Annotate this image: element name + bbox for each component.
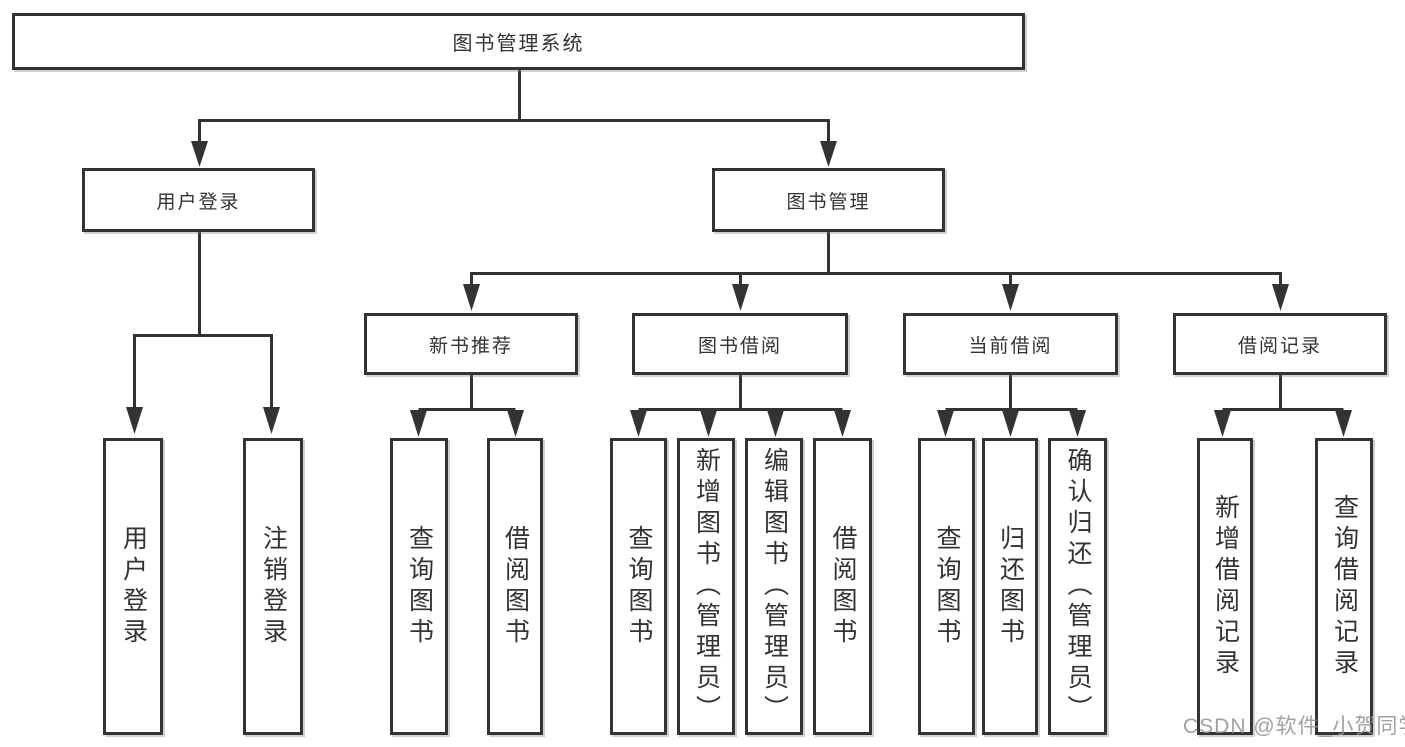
leaf-recommend-query-books-label: 查询图书: [405, 524, 434, 649]
leaf-current-query-books: 查询图书: [918, 438, 975, 735]
node-new-book-recommend-label: 新书推荐: [428, 335, 513, 357]
node-root-system: 图书管理系统: [12, 13, 1025, 70]
leaf-recommend-borrow-books: 借阅图书: [487, 438, 543, 735]
leaf-borrow-borrow-books-label: 借阅图书: [829, 524, 857, 649]
csdn-watermark: CSDN @软件_小贺同学: [1183, 715, 1405, 738]
node-book-management: 图书管理: [712, 168, 945, 232]
leaf-borrow-edit-books-admin-label: 编辑图书（管理员）: [760, 447, 789, 726]
leaf-borrow-borrow-books: 借阅图书: [813, 438, 872, 735]
leaf-user-login: 用户登录: [103, 438, 163, 735]
leaf-user-login-label: 用户登录: [119, 524, 148, 649]
connector-stroke-group: [133, 70, 1344, 411]
leaf-borrow-edit-books-admin: 编辑图书（管理员）: [745, 438, 803, 735]
leaf-recommend-borrow-books-label: 借阅图书: [501, 524, 530, 649]
leaf-logout-label: 注销登录: [259, 524, 288, 649]
leaf-current-query-books-label: 查询图书: [933, 524, 961, 649]
node-book-management-label: 图书管理: [786, 191, 871, 213]
leaf-recommend-query-books: 查询图书: [390, 438, 448, 735]
leaf-borrow-query-books: 查询图书: [610, 438, 667, 735]
arrowheads-group: [126, 141, 1352, 437]
node-root-label: 图书管理系统: [452, 33, 585, 55]
node-current-borrow-label: 当前借阅: [968, 335, 1053, 357]
node-borrow-records: 借阅记录: [1173, 313, 1387, 375]
leaf-borrow-add-books-admin: 新增图书（管理员）: [677, 438, 735, 735]
node-book-borrow: 图书借阅: [632, 313, 848, 375]
leaf-records-add-record: 新增借阅记录: [1197, 438, 1253, 735]
node-current-borrow: 当前借阅: [903, 313, 1118, 375]
leaf-records-query-record: 查询借阅记录: [1315, 438, 1373, 735]
node-new-book-recommend: 新书推荐: [364, 313, 578, 375]
node-user-login: 用户登录: [82, 168, 315, 232]
leaf-current-return-books-label: 归还图书: [996, 524, 1025, 649]
node-book-borrow-label: 图书借阅: [697, 335, 782, 357]
node-user-login-label: 用户登录: [156, 191, 241, 213]
leaf-current-return-books: 归还图书: [982, 438, 1038, 735]
leaf-current-confirm-return-admin-label: 确认归还（管理员）: [1064, 447, 1092, 726]
leaf-records-add-record-label: 新增借阅记录: [1211, 493, 1240, 680]
leaf-logout: 注销登录: [243, 438, 303, 735]
leaf-borrow-add-books-admin-label: 新增图书（管理员）: [692, 447, 721, 726]
leaf-current-confirm-return-admin: 确认归还（管理员）: [1048, 438, 1107, 735]
leaf-records-query-record-label: 查询借阅记录: [1330, 493, 1359, 680]
leaf-borrow-query-books-label: 查询图书: [625, 524, 653, 649]
node-borrow-records-label: 借阅记录: [1237, 335, 1322, 357]
